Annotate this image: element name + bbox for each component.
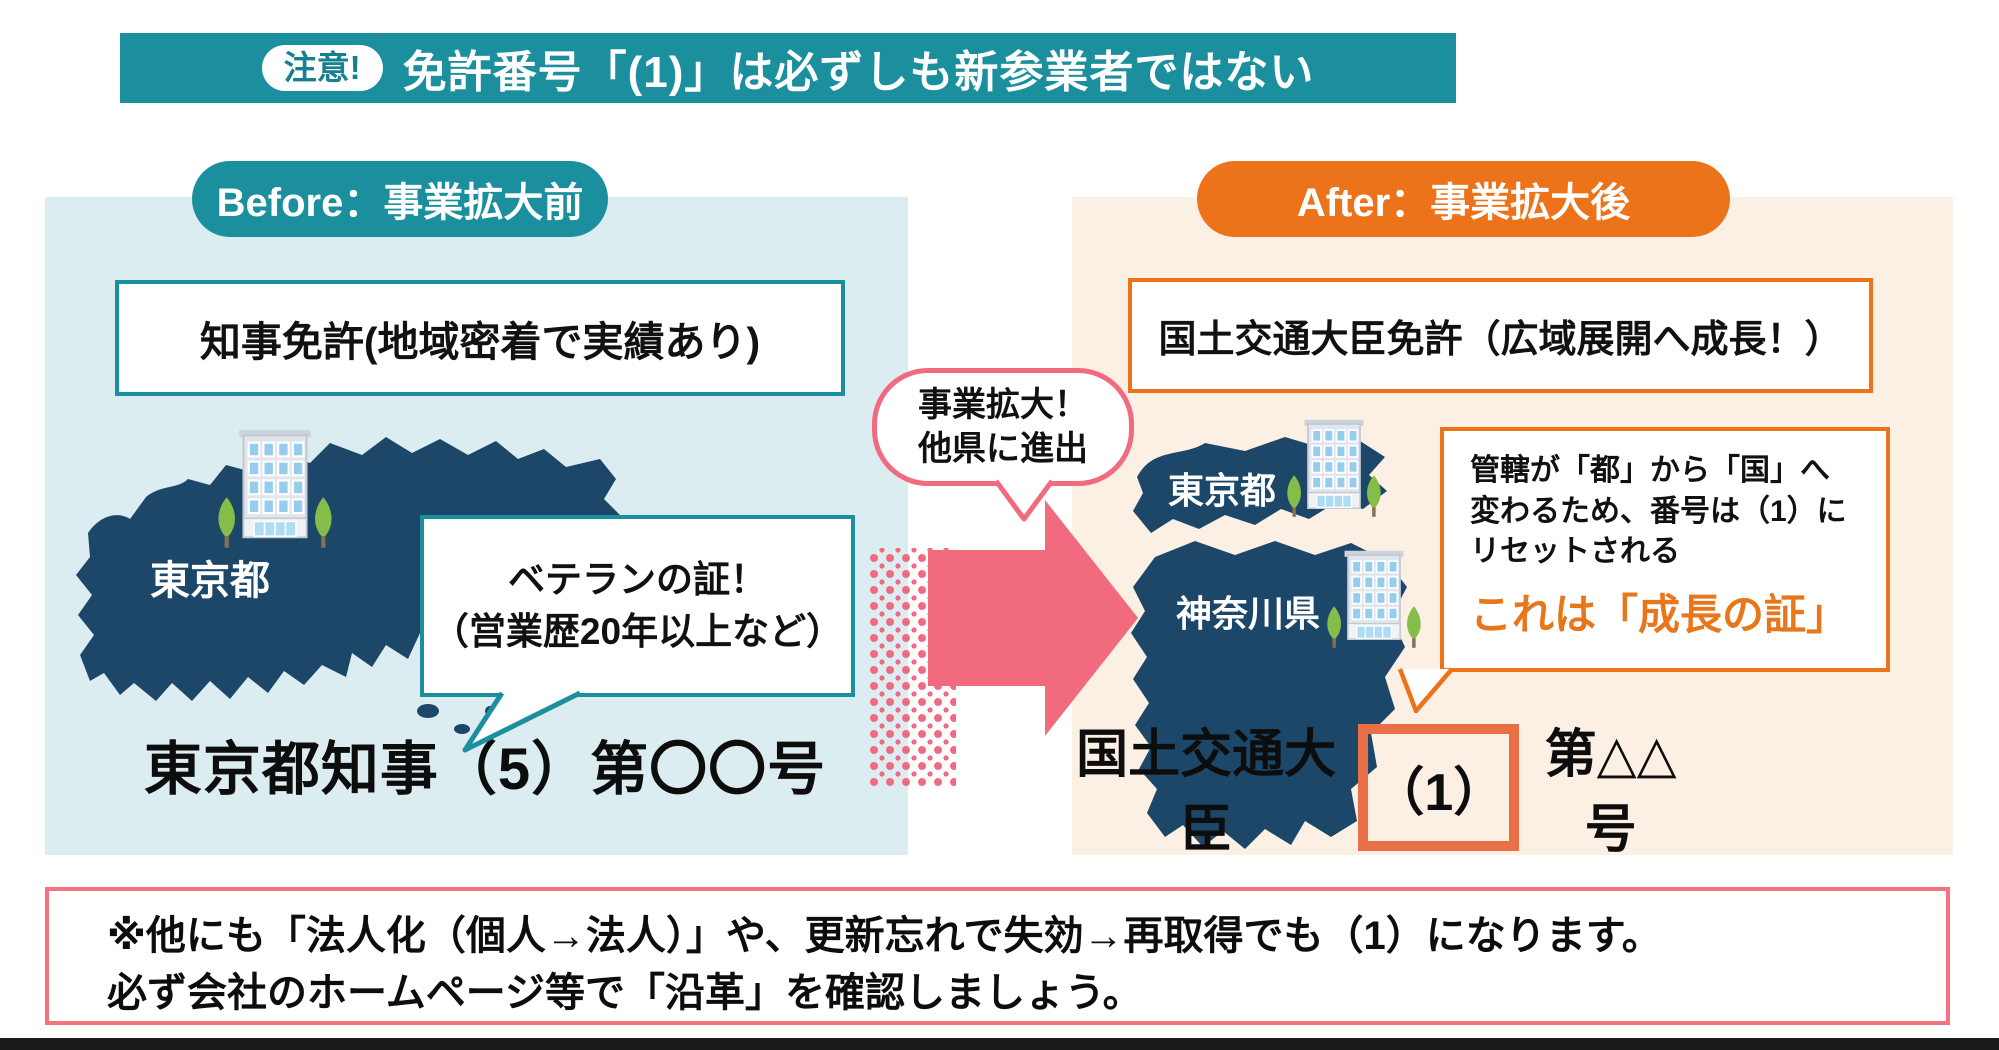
footnote-line1: ※他にも「法人化（個人→法人）」や、更新忘れで失効→再取得でも（1）になります。 [107, 914, 1662, 958]
banner-title: 免許番号「(1)」は必ずしも新参業者ではない [402, 48, 1315, 97]
building-icon [218, 430, 332, 548]
before-license-number: 東京都知事（5）第〇〇号 [143, 737, 827, 802]
footnote-line2: 必ず会社のホームページ等で「沿革」を確認しましょう。 [107, 970, 1143, 1015]
caution-banner: 注意! 免許番号「(1)」は必ずしも新参業者ではない [120, 33, 1456, 103]
after-license-suffix: 第△△号 [1544, 726, 1677, 859]
map-label-tokyo: 東京都 [150, 559, 270, 603]
after-license-type-box: 国土交通大臣免許（広域展開へ成長！） [1128, 278, 1873, 393]
callout-line3: リセットされる [1470, 535, 1680, 568]
reset-callout: 管轄が「都」から「国」へ 変わるため、番号は（1）に リセットされる これは「成… [1440, 427, 1890, 672]
reset-callout-tail [1397, 667, 1454, 714]
expansion-bubble-tail [993, 479, 1055, 522]
before-license-type-box: 知事免許(地域密着で実績あり) [115, 280, 845, 396]
expansion-bubble-line1: 事業拡大！ [918, 385, 1088, 424]
building-icon [1327, 550, 1421, 648]
callout-line2: 変わるため、番号は（1）に [1470, 494, 1847, 528]
after-license-prefix: 国土交通大臣 [1076, 726, 1337, 859]
veteran-bubble-line2: （営業歴20年以上など） [431, 611, 844, 652]
building-icon [1287, 419, 1381, 517]
after-license-number: 国土交通大臣 （1） 第△△号 [1058, 712, 1698, 862]
veteran-bubble: ベテランの証！ （営業歴20年以上など） [420, 515, 855, 697]
before-pill-label: Before：事業拡大前 [192, 161, 608, 237]
expansion-bubble-line2: 他県に進出 [918, 430, 1088, 468]
callout-line1: 管轄が「都」から「国」へ [1470, 454, 1830, 487]
map-label-kanagawa: 神奈川県 [1176, 593, 1321, 634]
veteran-bubble-tail [462, 690, 582, 753]
footnote-box: ※他にも「法人化（個人→法人）」や、更新忘れで失効→再取得でも（1）になります。… [45, 887, 1950, 1025]
tokyo-map [76, 437, 622, 734]
growth-highlight: これは「成長の証」 [1470, 590, 1849, 638]
map-label-tokyo-after: 東京都 [1168, 470, 1277, 511]
veteran-bubble-line1: ベテランの証！ [508, 559, 767, 601]
expansion-bubble: 事業拡大！ 他県に進出 [872, 368, 1134, 486]
expansion-arrow [870, 500, 1138, 786]
bottom-bar [0, 1038, 1999, 1050]
after-pill-label: After：事業拡大後 [1197, 161, 1730, 237]
caution-badge: 注意! [261, 45, 383, 91]
license-number-highlight: （1） [1358, 723, 1520, 851]
